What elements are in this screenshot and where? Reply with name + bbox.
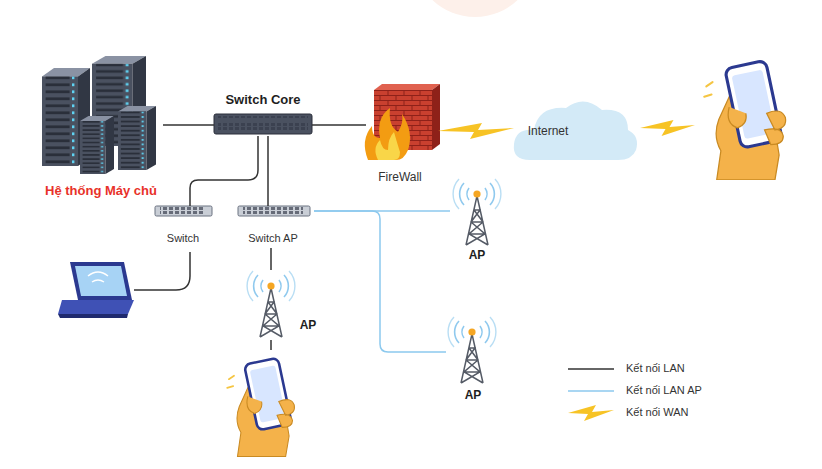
- legend-lan-sample: [568, 368, 614, 370]
- switch-ap-node: Switch AP: [238, 206, 314, 248]
- server-cluster: [42, 56, 156, 174]
- node-label: Switch Core: [225, 92, 300, 108]
- lan-wire: [134, 252, 190, 290]
- lan-ap-link: [314, 211, 446, 352]
- legend-label: Kết nối LAN: [626, 362, 685, 375]
- internet-node: Internet: [514, 100, 636, 160]
- laptop: [58, 262, 134, 318]
- legend-lan-ap-sample: [568, 390, 614, 392]
- lan-link: [270, 248, 272, 270]
- node-label: FireWall: [378, 170, 422, 184]
- lan-link: [312, 124, 366, 126]
- switch-node: Switch: [155, 206, 217, 248]
- legend-wan-sample: [568, 405, 614, 421]
- access-point-node: AP: [246, 270, 324, 338]
- switch-ap-device: [238, 205, 310, 217]
- node-label: Switch: [167, 232, 199, 245]
- lan-link: [190, 136, 258, 206]
- firewall-icon: [365, 84, 440, 160]
- node-label: AP: [465, 388, 482, 402]
- phone-user: [704, 60, 785, 180]
- node-label: AP: [469, 248, 486, 262]
- access-point-node: AP: [446, 316, 500, 408]
- node-label: Hệ thống Máy chủ: [45, 183, 157, 199]
- background-arc: [413, 0, 537, 17]
- server-node: Hệ thống Máy chủ: [35, 52, 163, 200]
- ap-tower: [448, 317, 496, 383]
- core-switch-node: Switch Core: [214, 92, 312, 136]
- phone-user: [227, 358, 294, 457]
- switch-core-device: [214, 114, 312, 134]
- switch-device: [155, 205, 212, 217]
- node-label: Switch AP: [248, 232, 298, 245]
- lan-link: [163, 124, 214, 126]
- wan-link: [438, 123, 514, 139]
- ap-tower: [453, 179, 501, 245]
- lan-link: [267, 136, 269, 206]
- node-label: Internet: [528, 124, 569, 138]
- ap-tower: [247, 271, 295, 337]
- firewall-node: FireWall: [366, 84, 436, 188]
- legend-label: Kết nối WAN: [626, 406, 689, 419]
- legend-label: Kết nối LAN AP: [626, 384, 702, 397]
- node-label: AP: [300, 318, 317, 332]
- wifi-wire: [270, 340, 272, 350]
- access-point-node: AP: [450, 178, 504, 266]
- wan-bolt: [640, 120, 695, 136]
- internet-cloud: [514, 101, 637, 160]
